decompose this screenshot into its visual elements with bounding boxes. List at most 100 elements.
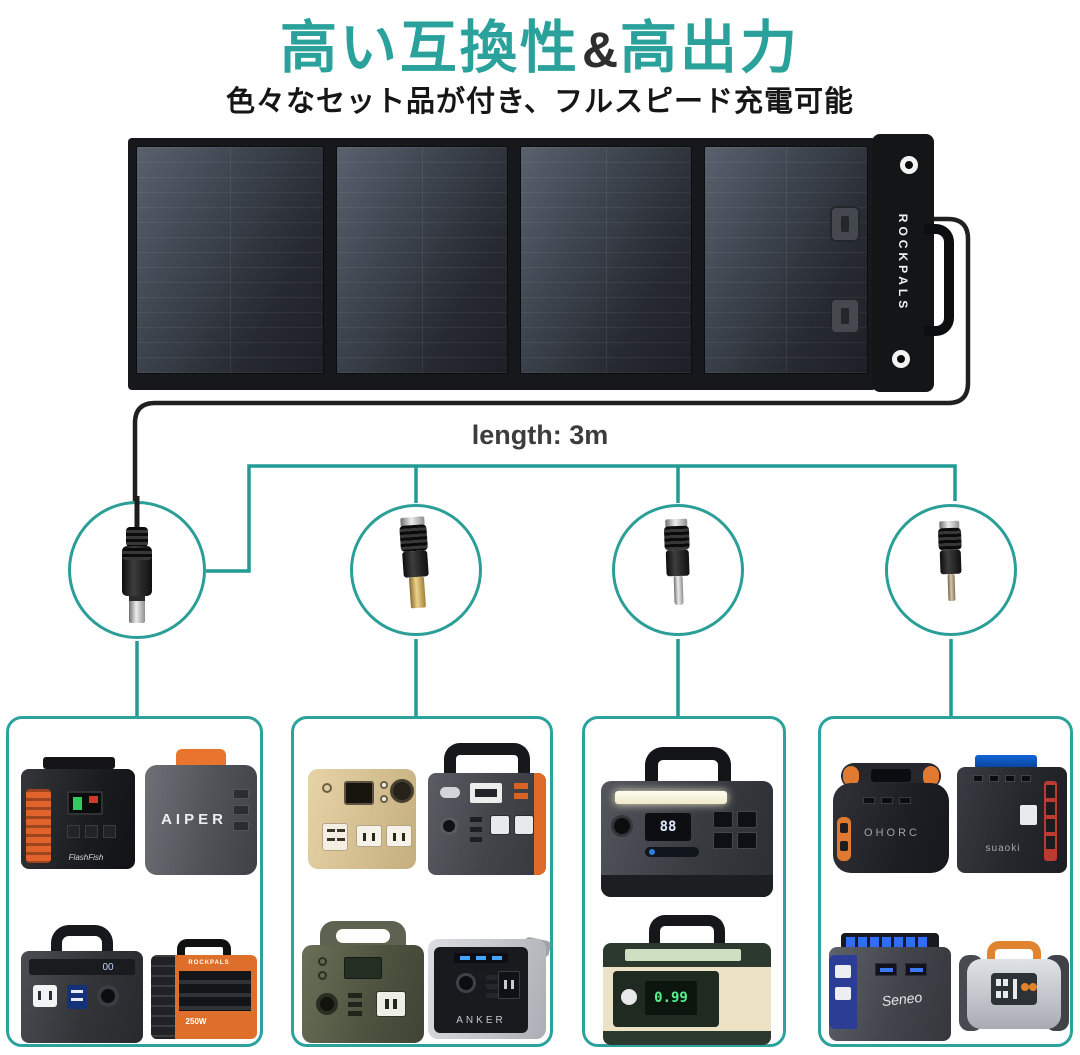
grommet-hole-top xyxy=(900,156,918,174)
product-ohorc: OHORC xyxy=(833,763,949,873)
usb-port xyxy=(973,775,983,782)
usb-slot xyxy=(996,991,1001,998)
unit-body: ROCKPALS 250W xyxy=(151,955,257,1039)
usb-port xyxy=(1005,775,1015,782)
vent-block xyxy=(1046,802,1055,815)
dc-cable-line xyxy=(132,216,971,512)
dc-socket xyxy=(456,973,476,993)
dc-socket xyxy=(611,815,633,837)
light-strip xyxy=(625,949,741,961)
adapter-large-barrel xyxy=(383,515,449,629)
orange-mark xyxy=(514,783,528,789)
unit-body: suaoki xyxy=(957,767,1067,873)
product-rockpals-250w: ROCKPALS 250W xyxy=(151,939,257,1039)
adapter-body xyxy=(402,550,429,578)
lcd-digits: 0.99 xyxy=(654,990,688,1006)
ac-outlet xyxy=(737,832,757,849)
outlet-slot xyxy=(402,833,405,841)
device-group-1: FlashFish AIPER 00 xyxy=(6,716,263,1047)
status-display xyxy=(454,953,508,963)
carry-handle xyxy=(649,915,725,947)
led-light-bar xyxy=(615,791,727,804)
title-part2: 高出力 xyxy=(620,16,801,80)
dc-socket xyxy=(440,817,458,835)
usb-slot xyxy=(337,838,345,841)
usb-slot xyxy=(486,984,498,989)
display-digits xyxy=(475,789,497,797)
usb-panel xyxy=(67,985,87,1009)
orange-button xyxy=(1029,983,1037,991)
seneo-logo: Seneo xyxy=(881,988,923,1010)
dc-dial-socket xyxy=(390,779,414,803)
solar-cell-4 xyxy=(704,146,868,374)
side-port xyxy=(840,823,848,833)
orange-mark xyxy=(514,793,528,799)
front-stripes xyxy=(179,971,251,1011)
carry-handle xyxy=(51,925,113,955)
ac-outlet xyxy=(835,965,851,978)
small-button xyxy=(380,795,388,803)
display xyxy=(344,957,382,979)
ac-port xyxy=(67,825,80,838)
ac-outlet xyxy=(33,985,57,1007)
circle-to-box-lines xyxy=(135,639,953,717)
ac-outlet xyxy=(514,815,534,835)
vent-block xyxy=(1046,785,1055,798)
lcd-display: 0.99 xyxy=(645,981,697,1015)
power-button xyxy=(322,783,332,793)
teal-bracket-line xyxy=(206,464,957,573)
title-part1: 高い互換性 xyxy=(279,16,580,80)
top-cap xyxy=(603,943,771,967)
display: 88 xyxy=(645,813,691,841)
ac-outlet xyxy=(376,991,406,1017)
outlet-slot xyxy=(393,833,396,841)
unit-body: Seneo xyxy=(829,947,951,1041)
vent-block xyxy=(1046,836,1055,849)
orange-grip xyxy=(843,766,859,786)
product-large-black: 88 xyxy=(601,747,773,897)
ac-port xyxy=(85,825,98,838)
aiper-logo: AIPER xyxy=(161,811,227,828)
usb-slot xyxy=(71,990,83,993)
buckle-clip-bottom xyxy=(830,298,860,334)
adapter-ribbed-body xyxy=(399,524,429,552)
plug-strain-relief xyxy=(126,527,148,547)
connector-circle-2 xyxy=(350,504,482,636)
ac-outlet xyxy=(713,811,733,828)
adapter-pin-tip xyxy=(673,575,684,606)
display-digits xyxy=(910,968,923,972)
outlet-slot xyxy=(393,999,397,1009)
ac-outlet xyxy=(737,811,757,828)
carry-handle xyxy=(924,224,954,336)
usb-slot xyxy=(470,827,482,832)
side-vent-panel xyxy=(151,955,175,1039)
adapter-body xyxy=(939,549,962,575)
product-orange-gray xyxy=(428,743,546,875)
dc-socket xyxy=(97,985,119,1007)
led-segment xyxy=(870,937,879,948)
connector-circle-4 xyxy=(885,504,1017,636)
usb-slot xyxy=(327,829,335,832)
blue-dot xyxy=(649,849,655,855)
usb-slot xyxy=(486,975,498,980)
product-aiper: AIPER xyxy=(145,749,257,875)
usb-port xyxy=(863,797,875,804)
usb-slot xyxy=(337,829,345,832)
usb-slot xyxy=(1003,979,1008,986)
title-ampersand: & xyxy=(581,22,619,78)
device-group-4: OHORC suaoki xyxy=(818,716,1073,1047)
orange-handle xyxy=(987,941,1041,961)
dc-socket xyxy=(316,993,338,1015)
adapter-ribbed-body xyxy=(663,525,690,551)
ac-outlet xyxy=(713,832,733,849)
led-segment xyxy=(894,937,903,948)
adapter-gold-tip xyxy=(408,576,426,609)
plug-body-ridges xyxy=(122,548,152,560)
front-panel: ANKER xyxy=(434,947,528,1033)
blue-indicator xyxy=(492,956,502,960)
anker-logo: ANKER xyxy=(456,1015,506,1026)
unit-body xyxy=(428,773,546,875)
led-segment xyxy=(906,937,915,948)
plug-barrel-band xyxy=(129,596,145,601)
